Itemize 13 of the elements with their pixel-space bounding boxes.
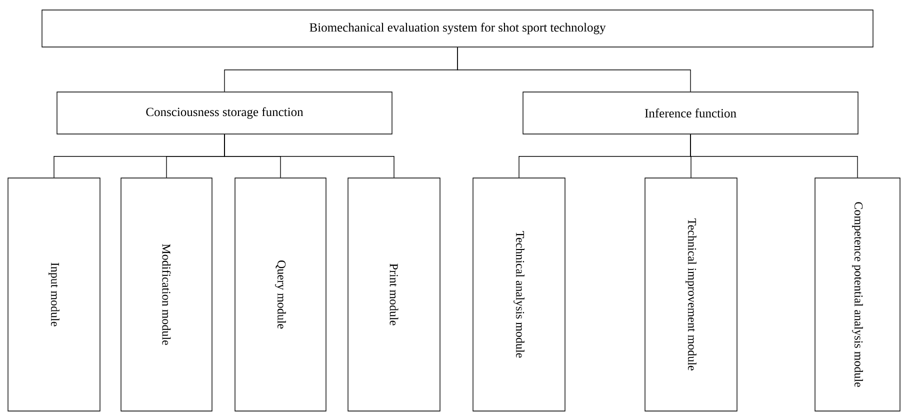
function-box: Inference function (522, 92, 858, 134)
connector-line (224, 134, 394, 178)
function-box: Consciousness storage function (56, 92, 392, 134)
connector-line (690, 134, 858, 178)
module-box: Print module (348, 178, 440, 412)
module-box: Input module (8, 178, 100, 412)
connector-line (457, 47, 691, 92)
module-box: Technical analysis module (472, 178, 566, 412)
module-box: Competence potential analysis module (814, 178, 900, 412)
module-box: Query module (234, 178, 326, 412)
module-box: Technical improvement module (644, 178, 738, 412)
title-box: Biomechanical evaluation system for shot sport technology (42, 10, 874, 48)
module-box: Modification module (120, 178, 212, 412)
